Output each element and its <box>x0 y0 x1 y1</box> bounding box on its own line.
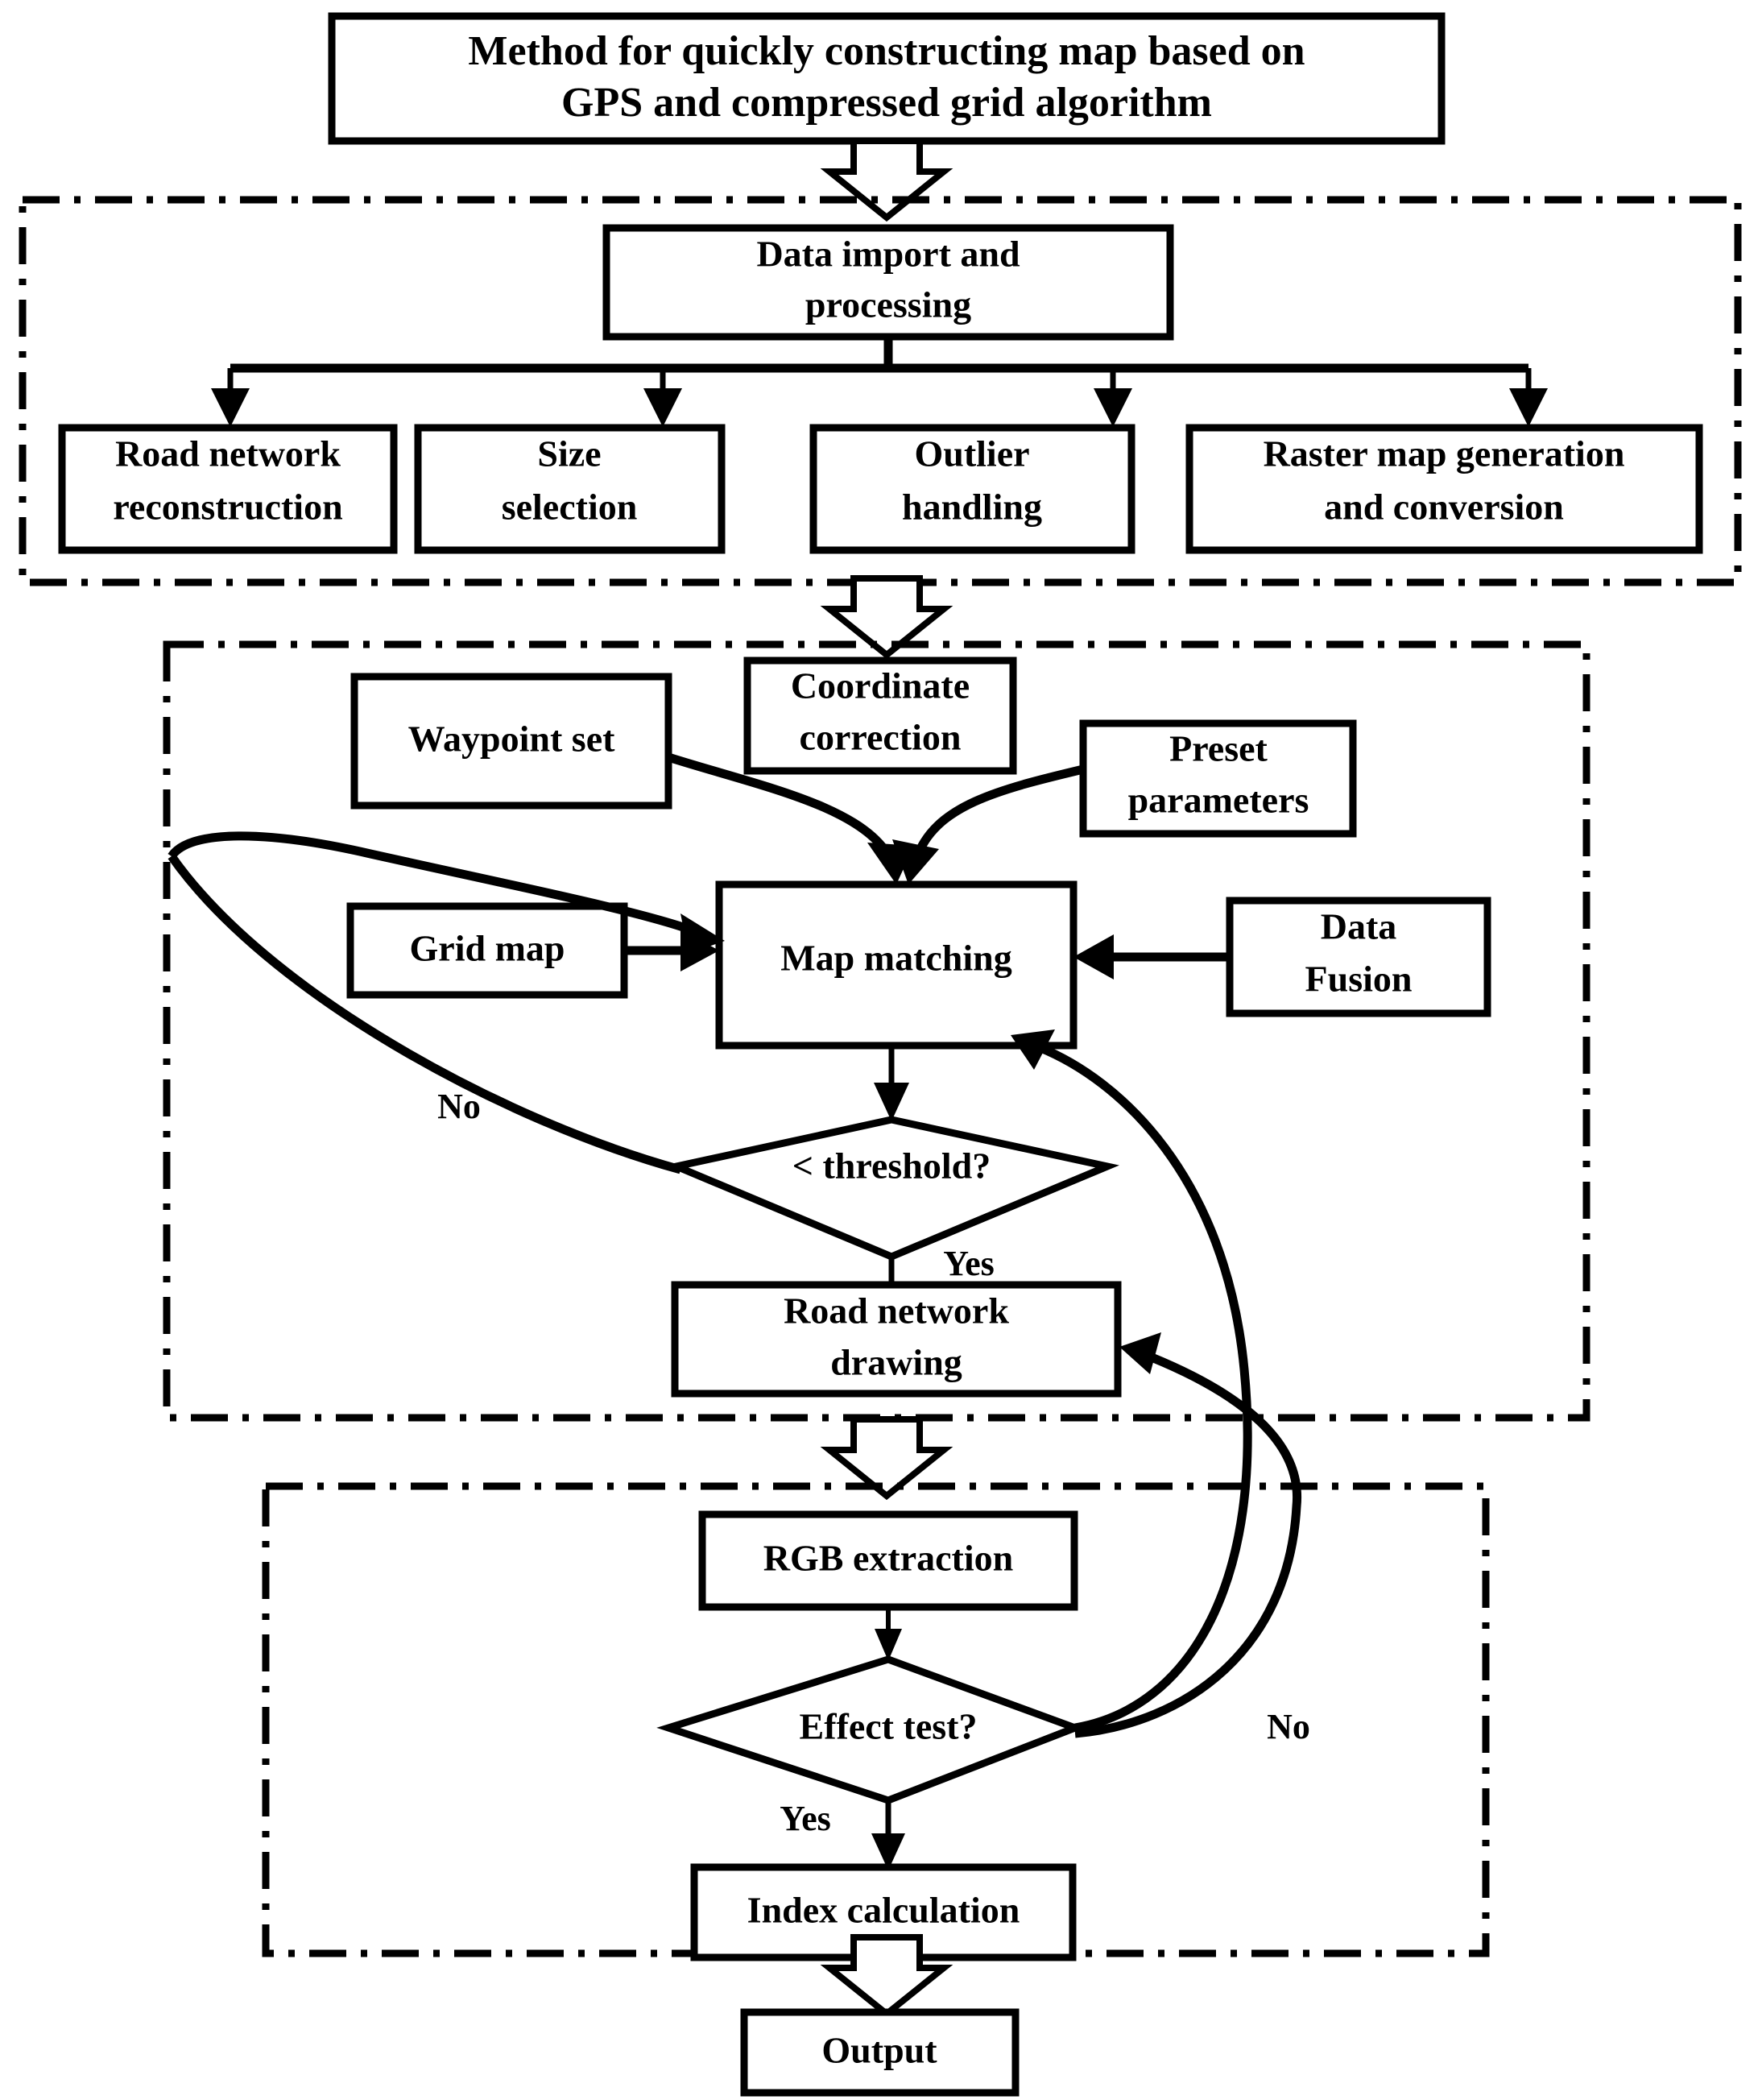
block-arrow-map-matching-to-evaluation <box>820 1416 953 1501</box>
node-raster-map-generation: Raster map generation and conversion <box>1185 424 1703 554</box>
node-grid-map-label: Grid map <box>410 928 565 969</box>
node-preset-parameters-line1: Preset <box>1169 728 1268 769</box>
edge-effect-yes: Yes <box>780 1799 905 1870</box>
edge-label-threshold-yes: Yes <box>943 1244 995 1283</box>
node-data-fusion-line1: Data <box>1321 906 1397 947</box>
group-evaluation <box>262 1482 1490 1957</box>
node-outlier-handling-line2: handling <box>902 487 1042 528</box>
node-rgb-extraction: RGB extraction <box>698 1510 1078 1611</box>
node-data-import-line2: processing <box>805 284 971 325</box>
node-map-matching: Map matching <box>715 880 1078 1050</box>
node-title: Method for quickly constructing map base… <box>328 12 1446 145</box>
edge-rgb-to-effect-test <box>875 1607 902 1661</box>
edge-effect-no-to-road-network-drawing <box>1074 1332 1302 1738</box>
node-size-selection: Size selection <box>414 424 726 554</box>
node-threshold-label: < threshold? <box>792 1145 991 1187</box>
edge-waypoint-to-map-matching <box>667 752 914 884</box>
node-data-fusion-line2: Fusion <box>1305 959 1413 1000</box>
node-raster-map-line2: and conversion <box>1324 487 1564 528</box>
edge-map-matching-to-threshold <box>874 1046 909 1121</box>
node-size-selection-line1: Size <box>537 433 601 474</box>
edge-preset-parameters-to-map-matching <box>892 764 1085 884</box>
edge-effect-no-to-map-matching <box>1011 1029 1252 1733</box>
node-preset-parameters: Preset parameters <box>1079 719 1357 838</box>
node-index-calculation: Index calculation <box>690 1863 1077 1961</box>
edge-label-effect-no: No <box>1267 1707 1310 1746</box>
edge-label-effect-yes: Yes <box>780 1799 831 1838</box>
node-waypoint-set-label: Waypoint set <box>408 719 616 760</box>
node-road-network-reconstruction-line2: reconstruction <box>113 487 342 528</box>
node-threshold-decision: < threshold? <box>664 1116 1119 1261</box>
node-data-import: Data import and processing <box>602 224 1174 341</box>
node-road-network-drawing-line1: Road network <box>784 1290 1009 1332</box>
node-effect-test-label: Effect test? <box>800 1706 978 1747</box>
block-arrow-evaluation-to-output <box>820 1934 953 2019</box>
node-road-network-drawing-line2: drawing <box>830 1342 962 1383</box>
node-coordinate-correction: Coordinate correction <box>743 657 1017 775</box>
block-arrow-data-import-to-map-matching <box>820 575 953 660</box>
node-coordinate-correction-line1: Coordinate <box>791 665 970 706</box>
node-outlier-handling-line1: Outlier <box>914 433 1029 474</box>
edge-data-fusion-to-map-matching <box>1073 934 1230 980</box>
node-size-selection-line2: selection <box>502 487 638 528</box>
node-map-matching-label: Map matching <box>780 938 1012 979</box>
edge-label-threshold-no: No <box>437 1087 481 1126</box>
node-road-network-reconstruction-line1: Road network <box>115 433 341 474</box>
node-rgb-extraction-label: RGB extraction <box>763 1538 1013 1579</box>
block-arrow-title-to-data-import <box>820 138 953 222</box>
node-output: Output <box>740 2008 1020 2097</box>
node-output-label: Output <box>821 2030 937 2071</box>
node-grid-map: Grid map <box>346 902 628 999</box>
node-road-network-drawing: Road network drawing <box>671 1281 1122 1398</box>
node-road-network-reconstruction: Road network reconstruction <box>58 424 398 554</box>
node-title-line2: GPS and compressed grid algorithm <box>561 80 1212 126</box>
node-waypoint-set: Waypoint set <box>350 673 672 810</box>
node-coordinate-correction-line2: correction <box>800 717 962 758</box>
connector-data-import-fanout <box>211 337 1548 427</box>
node-effect-test: Effect test? <box>656 1655 1086 1804</box>
node-raster-map-line1: Raster map generation <box>1264 433 1625 474</box>
node-outlier-handling: Outlier handling <box>809 424 1135 554</box>
node-title-line1: Method for quickly constructing map base… <box>468 28 1305 74</box>
node-data-fusion: Data Fusion <box>1226 897 1491 1017</box>
edge-threshold-no-loop: No <box>168 831 725 1174</box>
node-preset-parameters-line2: parameters <box>1128 780 1309 821</box>
node-index-calculation-label: Index calculation <box>747 1890 1020 1931</box>
node-data-import-line1: Data import and <box>756 234 1020 275</box>
